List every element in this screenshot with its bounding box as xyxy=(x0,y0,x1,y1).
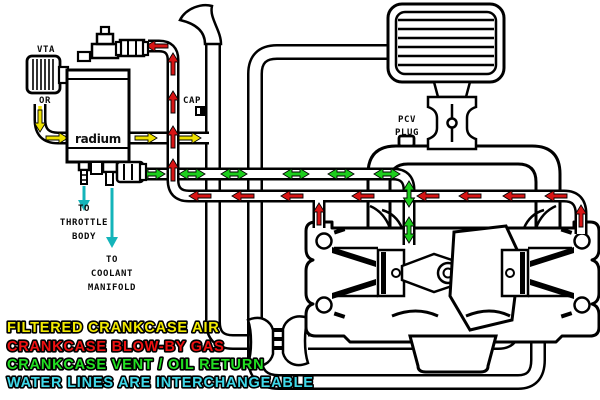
arrow-down-icon xyxy=(106,237,118,248)
pcv-label-line1: PCV xyxy=(398,115,416,125)
inline-coupler xyxy=(246,315,310,368)
throttle-body xyxy=(426,80,478,151)
can-top-fittings xyxy=(76,25,150,63)
valve-left-bottom xyxy=(332,279,376,299)
inlet-hex-fitting xyxy=(118,38,146,58)
vent-stack-pipe xyxy=(178,3,250,350)
arrow-down-icon xyxy=(78,200,90,211)
rocker-left-bottom xyxy=(315,296,333,314)
butterfly-valve-icon xyxy=(446,117,458,129)
rocker-right-top xyxy=(573,232,591,250)
labels: VTA OR CAP PCV PLUG TO THROTTLE BODY TO … xyxy=(37,45,419,293)
valve-left-top xyxy=(332,247,376,267)
cap-icon xyxy=(195,106,206,116)
oil-pan xyxy=(408,334,498,374)
water-port-arrows xyxy=(78,186,118,248)
coolant-port-label-line3: MANIFOLD xyxy=(88,283,136,293)
legend-item-filtered-air: FILTERED CRANKCASE AIR xyxy=(7,320,220,336)
legend: FILTERED CRANKCASE AIR CRANKCASE BLOW-BY… xyxy=(5,318,314,392)
legend-item-vent-return: CRANKCASE VENT / OIL RETURN xyxy=(7,357,264,373)
intake-loop-pipe xyxy=(247,44,546,390)
can-logo: radium xyxy=(75,132,121,146)
can-bottom-fittings xyxy=(77,160,148,186)
vta-filter xyxy=(25,54,70,95)
legend-item-blow-by: CRANKCASE BLOW-BY GAS xyxy=(7,339,225,355)
coolant-port-label-line2: COOLANT xyxy=(91,269,133,279)
pcv-plug xyxy=(397,134,416,148)
or-label: OR xyxy=(39,96,51,106)
vta-label: VTA xyxy=(37,45,55,55)
valve-right-top xyxy=(530,247,574,267)
air-cleaner xyxy=(386,2,506,84)
valve-right-bottom xyxy=(530,279,574,299)
throttle-port-label-line2: THROTTLE xyxy=(60,218,108,228)
pcv-label-line2: PLUG xyxy=(395,128,419,138)
can-body xyxy=(65,68,131,164)
piston-right xyxy=(500,248,530,298)
open-pipe-flare xyxy=(178,3,223,46)
legend-item-water-lines: WATER LINES ARE INTERCHANGEABLE xyxy=(7,375,314,391)
throttle-port-label-line1: TO xyxy=(78,204,90,214)
throttle-port-label-line3: BODY xyxy=(72,232,96,242)
coolant-port-label-line1: TO xyxy=(106,255,118,265)
rocker-right-bottom xyxy=(573,296,591,314)
engine-block xyxy=(304,204,600,374)
piston-left xyxy=(376,248,406,298)
catch-can: radium xyxy=(25,25,150,186)
rocker-left-top xyxy=(315,232,333,250)
cap-label: CAP xyxy=(183,96,201,106)
